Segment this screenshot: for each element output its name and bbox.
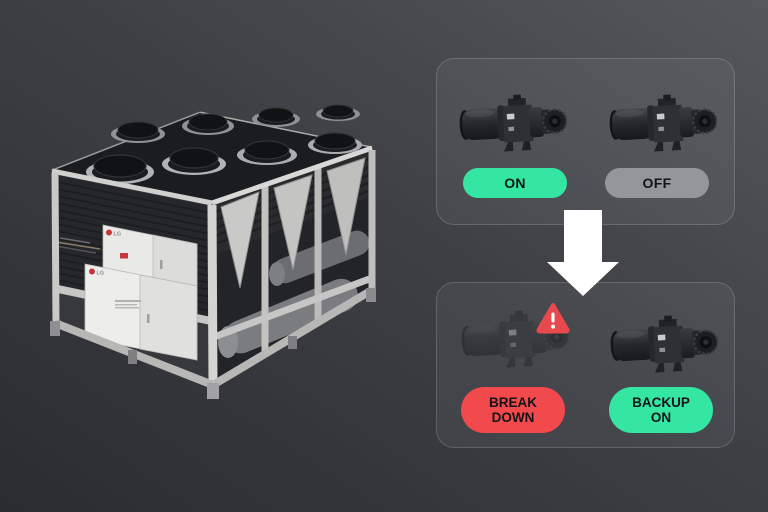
lg-logo-text: LG bbox=[114, 232, 122, 238]
compressor-standby-image bbox=[607, 93, 717, 155]
status-label: OFF bbox=[642, 175, 672, 191]
status-label: BREAK DOWN bbox=[488, 394, 537, 425]
down-arrow-icon bbox=[547, 210, 619, 296]
lg-logo-text: LG bbox=[97, 271, 105, 277]
status-label: BACKUP ON bbox=[632, 394, 690, 425]
compressor-running-image bbox=[457, 93, 567, 155]
status-badge-off: OFF bbox=[605, 168, 709, 198]
normal-state-panel: ON OFF bbox=[436, 58, 735, 225]
chiller-fans bbox=[86, 104, 362, 184]
chiller-frame-post bbox=[207, 204, 218, 386]
warning-triangle-icon bbox=[536, 302, 570, 334]
chiller-control-box-lower: LG bbox=[84, 263, 198, 361]
lg-logo-mark bbox=[89, 268, 95, 275]
status-badge-on: ON bbox=[463, 168, 567, 198]
status-badge-breakdown: BREAK DOWN bbox=[461, 387, 565, 433]
status-label: ON bbox=[504, 175, 526, 191]
compressor-backup-image bbox=[608, 314, 718, 376]
chiller-v-braces bbox=[220, 157, 366, 289]
chiller-image: LG LG bbox=[50, 104, 376, 399]
chiller-pipes bbox=[55, 237, 101, 254]
lg-logo-mark bbox=[106, 229, 112, 236]
status-badge-backup-on: BACKUP ON bbox=[609, 387, 713, 433]
chiller-feet bbox=[50, 288, 376, 399]
chiller-frame-post bbox=[51, 172, 60, 324]
failover-state-panel: BREAK DOWN BACKUP ON bbox=[436, 282, 735, 448]
